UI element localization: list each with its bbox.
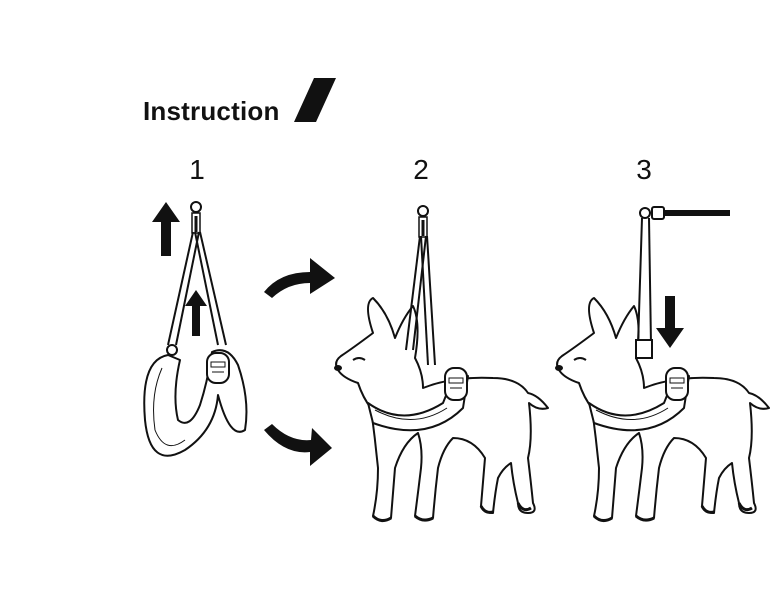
step-1-harness-illustration [143, 201, 248, 457]
step-2-dog-illustration [332, 296, 550, 523]
step-2-handle [405, 205, 436, 366]
instruction-title: Instruction [143, 96, 280, 126]
curved-arrow-icon [264, 258, 335, 298]
slash-mark-icon [294, 78, 336, 122]
curved-arrow-icon [264, 424, 332, 466]
arrow-down-icon [656, 296, 684, 348]
step-number-2: 2 [413, 154, 429, 185]
arrow-up-icon [152, 202, 180, 256]
leash-icon [635, 206, 730, 359]
arrow-up-icon [185, 290, 207, 336]
step-number-1: 1 [189, 154, 205, 185]
step-number-3: 3 [636, 154, 652, 185]
